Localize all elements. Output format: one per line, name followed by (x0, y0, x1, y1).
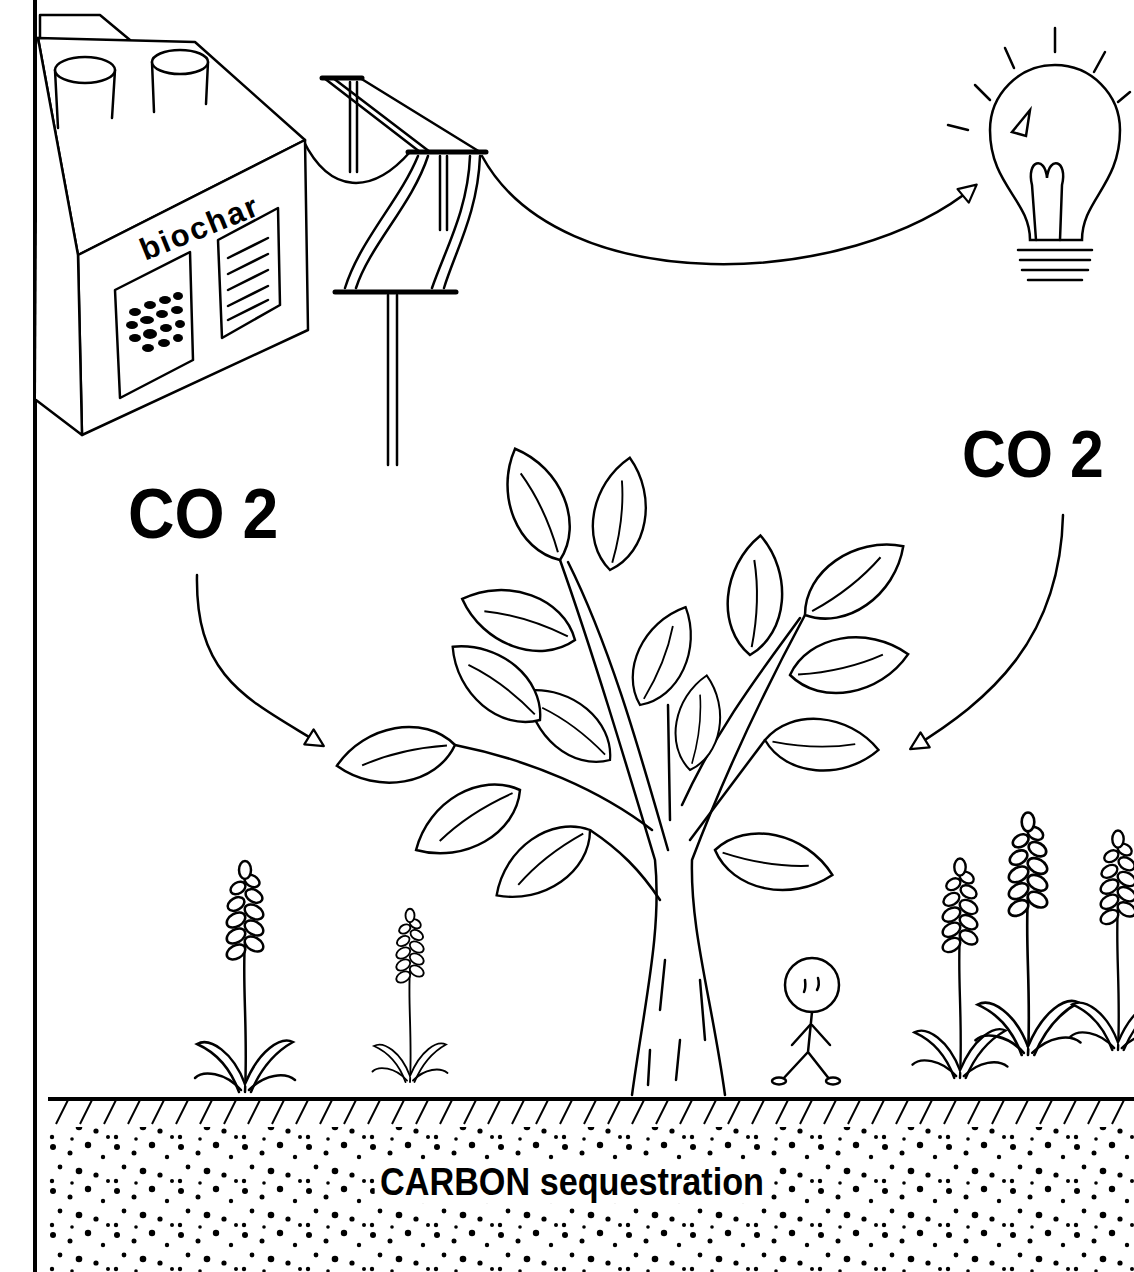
light-bulb (948, 28, 1130, 280)
wheat-plants (195, 812, 1134, 1092)
factory-building: biochar (30, 10, 320, 440)
stick-figure (772, 958, 840, 1085)
power-line (303, 78, 975, 465)
band-label: CARBON sequestration (375, 1161, 770, 1204)
gas-label: CO 2 (128, 474, 278, 554)
frame-border (33, 0, 37, 1272)
tree (332, 439, 919, 1095)
gas-label: CO 2 (962, 416, 1104, 492)
soil-band: CARBON sequestration (48, 1097, 1134, 1272)
